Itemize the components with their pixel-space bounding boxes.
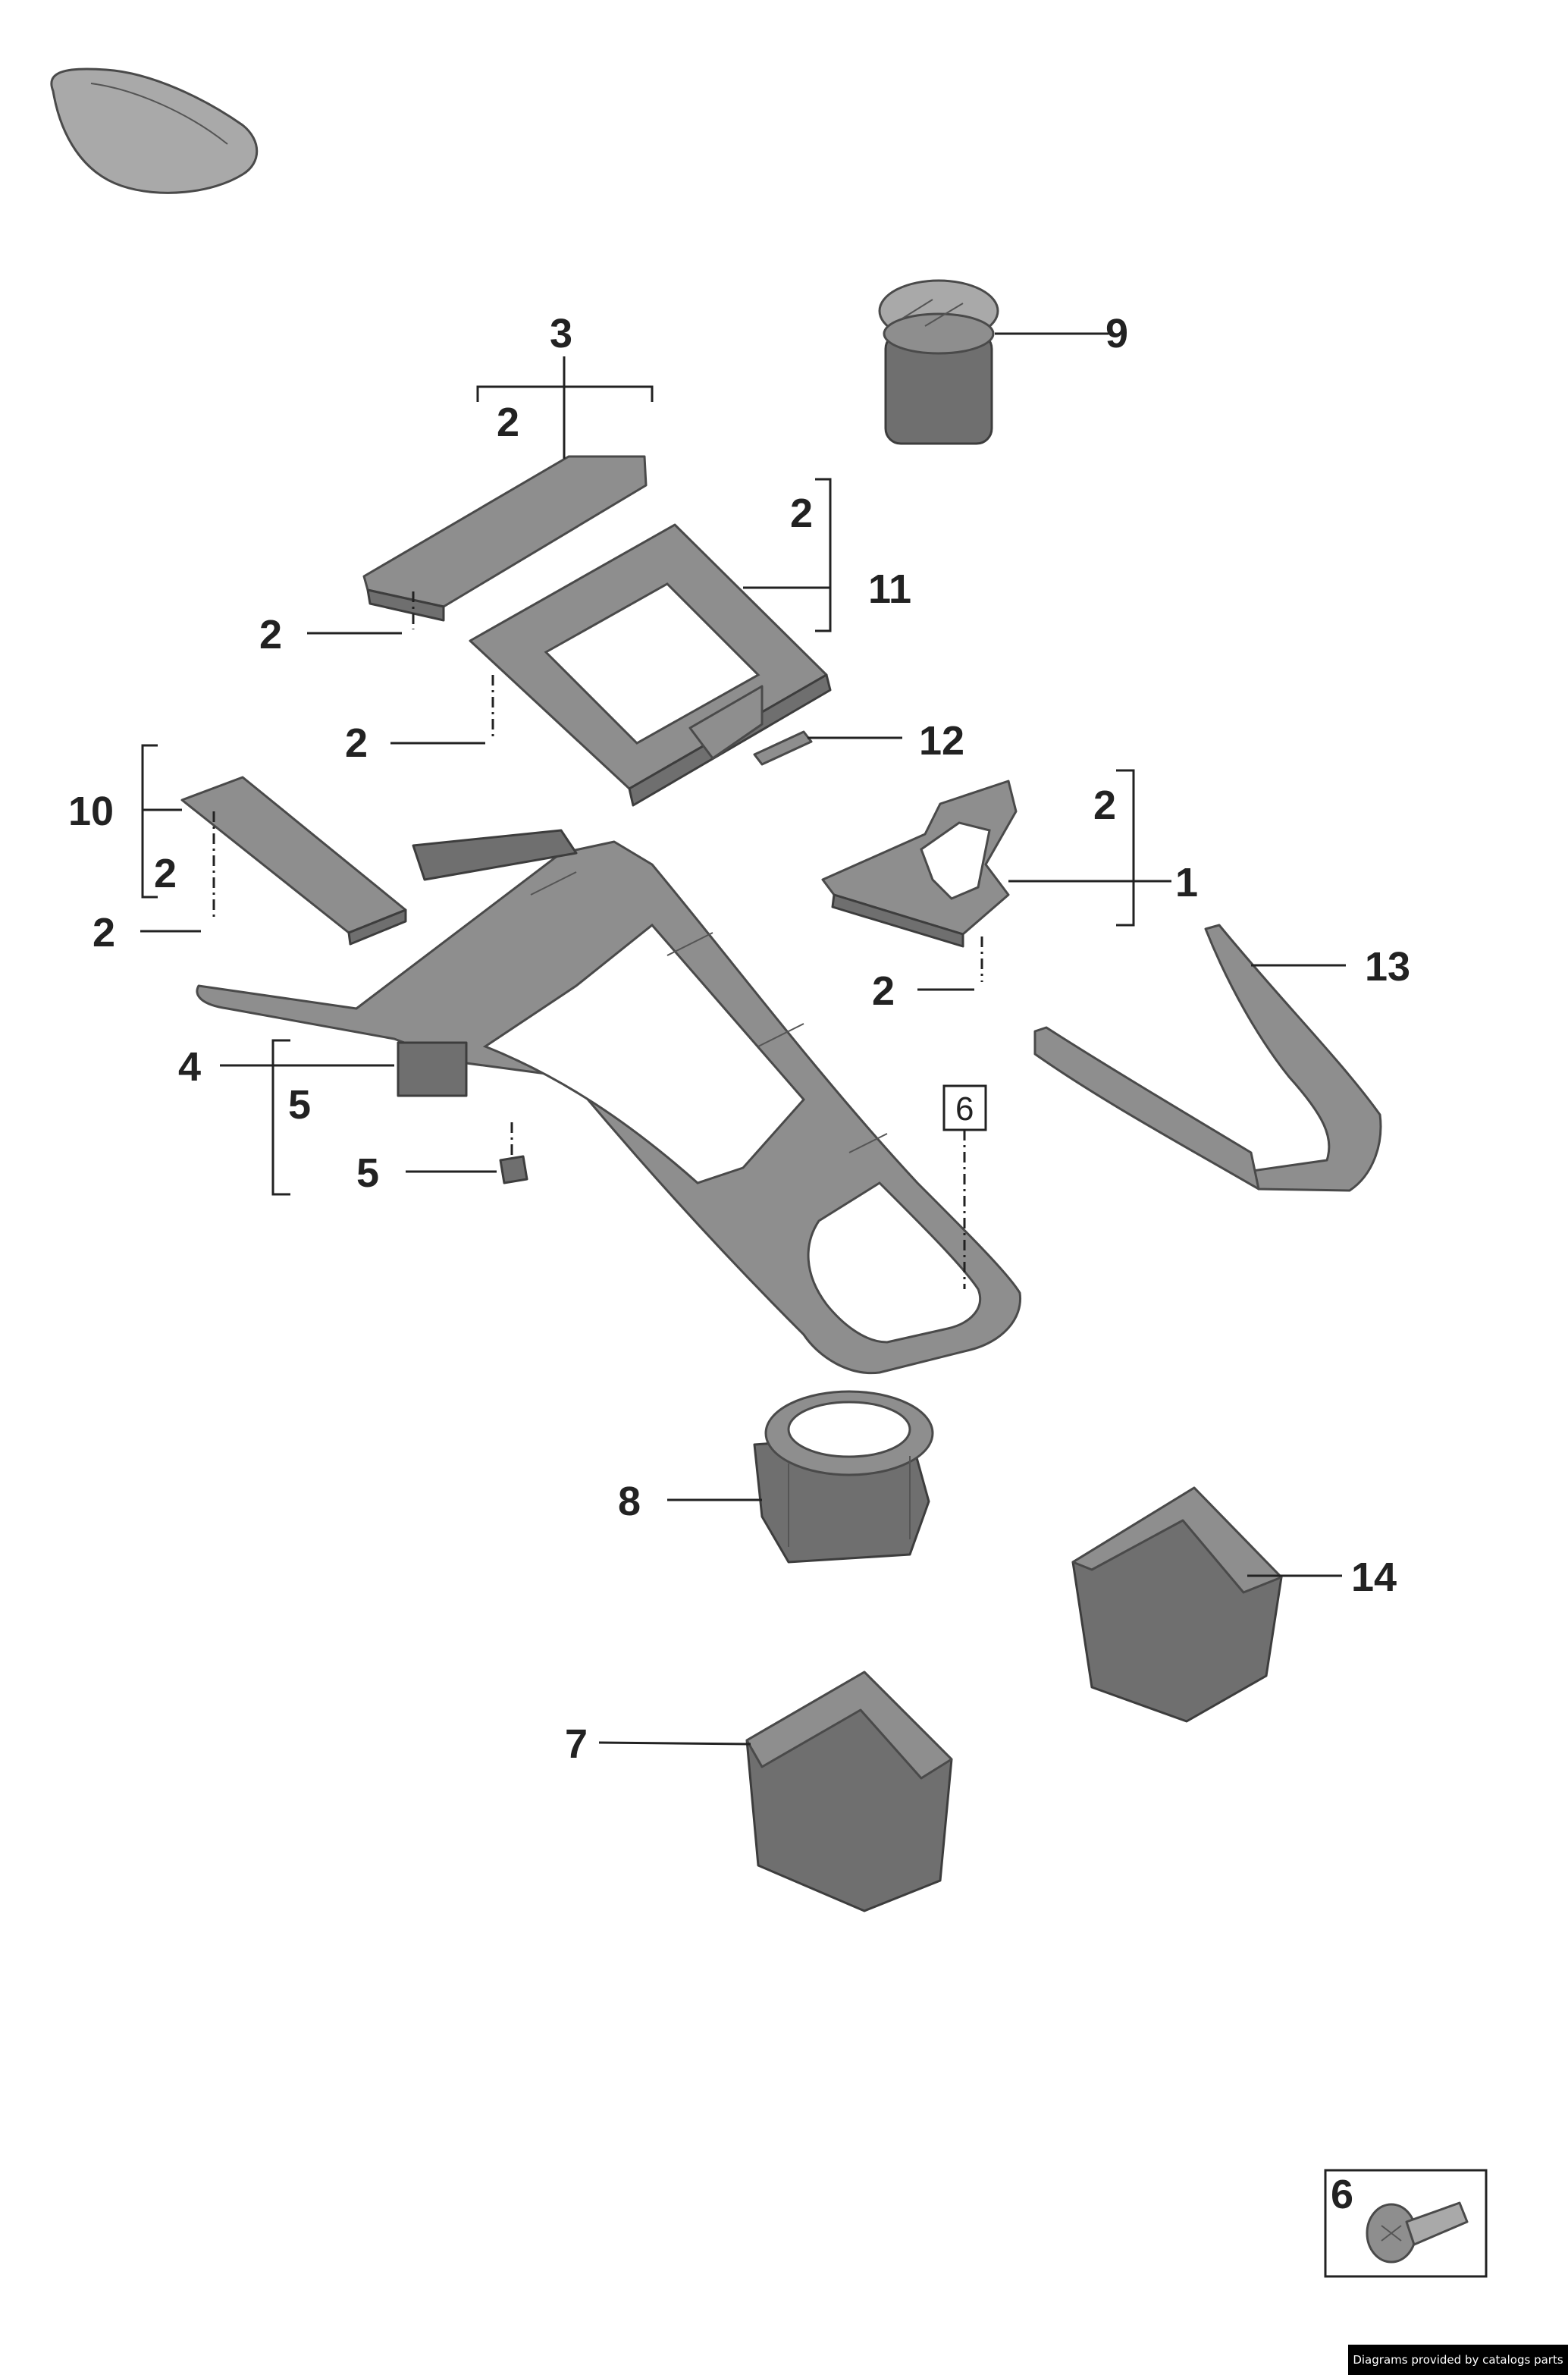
callout-2-c: 2 xyxy=(93,910,115,955)
part-8-cup-holder xyxy=(753,1390,934,1564)
part-10-trim-strip xyxy=(180,776,407,946)
callout-10: 10 xyxy=(68,789,114,834)
callout-9: 9 xyxy=(1105,311,1128,356)
callout-3: 3 xyxy=(550,311,572,356)
callout-4-qty: 5 xyxy=(288,1082,311,1128)
footer-credit-badge: Diagrams provided by catalogs parts xyxy=(1348,2345,1568,2375)
callout-3-qty: 2 xyxy=(497,400,519,445)
part-9-storage-cup xyxy=(878,279,999,445)
callout-2-a: 2 xyxy=(259,612,282,657)
callout-14: 14 xyxy=(1351,1555,1397,1600)
part-7-storage-bin xyxy=(745,1671,953,1912)
part-3-trim-strip xyxy=(362,455,648,622)
part-5-clip xyxy=(499,1155,528,1184)
part-4-center-console xyxy=(196,829,1022,1375)
part-11-shift-frame xyxy=(469,523,832,807)
part-12-switch-trim xyxy=(753,730,813,766)
callout-8: 8 xyxy=(618,1479,641,1524)
callout-4: 4 xyxy=(178,1044,201,1090)
callout-5: 5 xyxy=(356,1150,379,1196)
screw-icon xyxy=(1366,2201,1469,2264)
callout-11-qty: 2 xyxy=(790,491,813,536)
callout-10-qty: 2 xyxy=(154,851,177,896)
car-thumbnail xyxy=(50,67,259,194)
callout-2-d: 2 xyxy=(872,968,895,1014)
inset-label: 6 xyxy=(1331,2172,1353,2217)
part-1-console-cover xyxy=(821,780,1018,948)
callout-2-b: 2 xyxy=(345,720,368,766)
callout-6-boxed: 6 xyxy=(955,1090,974,1128)
inset-part-6: 6 xyxy=(1324,2169,1488,2278)
leader-lines xyxy=(140,332,1346,1746)
part-14-storage-bin xyxy=(1071,1486,1283,1723)
callout-7: 7 xyxy=(565,1721,588,1767)
callout-11: 11 xyxy=(868,566,911,612)
part-13-curved-trim xyxy=(1033,924,1382,1192)
callout-1-qty: 2 xyxy=(1093,783,1116,828)
callout-1: 1 xyxy=(1175,860,1198,905)
callout-12: 12 xyxy=(919,718,964,764)
callout-13: 13 xyxy=(1365,944,1410,990)
